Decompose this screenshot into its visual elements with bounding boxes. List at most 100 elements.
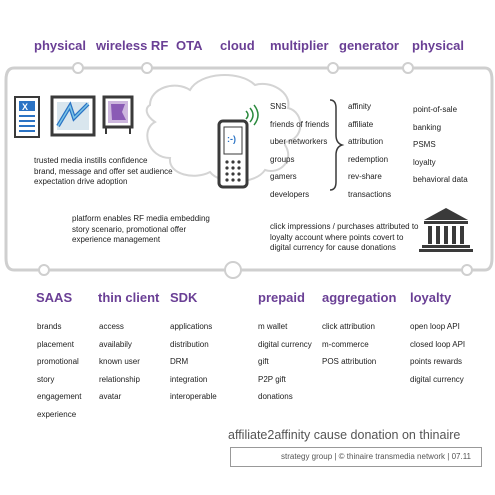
list-item: story: [37, 374, 55, 384]
flow-node: [402, 62, 414, 74]
prepaid-list: m wallet digital currency gift P2P gift …: [258, 318, 312, 406]
monitor-icon: [50, 95, 96, 137]
list-item: experience: [37, 409, 77, 419]
list-item: known user: [99, 357, 140, 366]
phone-screen-text: :-): [227, 134, 236, 144]
list-item: rev-share: [348, 172, 382, 181]
footer-subtitle: strategy group | © thinaire transmedia n…: [281, 452, 471, 461]
list-item: loyalty: [413, 157, 436, 167]
label-cloud: cloud: [220, 38, 255, 53]
list-item: attribution: [348, 137, 384, 146]
billboard-icon: [102, 95, 134, 134]
saas-list: brands placement promotional story engag…: [37, 318, 81, 423]
flow-node: [141, 62, 153, 74]
paragraph-line: trusted media instills confidence: [34, 156, 148, 165]
list-item: availabily: [99, 339, 132, 349]
list-item: relationship: [99, 374, 140, 384]
list-item: SNS: [270, 102, 287, 111]
aggregation-list: click attribution m-commerce POS attribu…: [322, 318, 376, 371]
list-item: interoperable: [170, 392, 217, 401]
list-item: engagement: [37, 392, 82, 401]
flow-node: [224, 261, 242, 279]
list-item: points rewards: [410, 357, 463, 366]
loyalty-list: open loop API closed loop API points rew…: [410, 318, 465, 388]
paragraph-line: brand, message and offer set audience: [34, 166, 173, 176]
list-item: digital currency: [410, 374, 464, 384]
paragraph-line: loyalty account where points covert to: [270, 232, 404, 242]
list-item: behavioral data: [413, 175, 468, 184]
list-item: integration: [170, 374, 208, 384]
svg-text:X: X: [22, 102, 28, 112]
paragraph-line: click impressions / purchases attributed…: [270, 222, 419, 231]
list-item: P2P gift: [258, 374, 286, 384]
label-wireless-rf: wireless RF: [96, 38, 169, 53]
label-multiplier: multiplier: [270, 38, 329, 53]
label-prepaid: prepaid: [258, 290, 305, 305]
flow-node: [72, 62, 84, 74]
list-item: gamers: [270, 172, 297, 181]
list-item: applications: [170, 322, 213, 331]
multiplier-list: SNS friends of friends uber networkers g…: [270, 98, 329, 203]
list-item: closed loop API: [410, 339, 466, 349]
sdk-list: applications distribution DRM integratio…: [170, 318, 217, 406]
generator-list: affinity affiliate attribution redemptio…: [348, 98, 391, 203]
paragraph-line: platform enables RF media embedding: [72, 214, 210, 223]
label-loyalty: loyalty: [410, 290, 452, 305]
curly-brace: [329, 99, 345, 191]
label-thin-client: thin client: [98, 290, 160, 305]
label-sdk: SDK: [170, 290, 198, 305]
bank-icon: [419, 208, 473, 252]
list-item: distribution: [170, 339, 209, 349]
flow-node: [38, 264, 50, 276]
left-loop-line: [4, 66, 15, 272]
list-item: developers: [270, 189, 310, 199]
list-item: promotional: [37, 357, 79, 366]
right-loop-line: [484, 66, 494, 272]
newspaper-icon: X: [14, 96, 40, 138]
label-ota: OTA: [176, 38, 203, 53]
list-item: m wallet: [258, 322, 288, 331]
footer-box: strategy group | © thinaire transmedia n…: [230, 447, 482, 467]
list-item: point-of-sale: [413, 105, 458, 114]
list-item: banking: [413, 122, 442, 132]
list-item: PSMS: [413, 140, 436, 149]
wireless-signal-icon: [245, 104, 259, 126]
list-item: POS attribution: [322, 357, 377, 366]
list-item: digital currency: [258, 339, 312, 349]
paragraph-line: story scenario, promotional offer: [72, 224, 187, 234]
physical-right-list: point-of-sale banking PSMS loyalty behav…: [413, 101, 468, 189]
list-item: avatar: [99, 392, 122, 401]
label-aggregation: aggregation: [322, 290, 397, 305]
paragraph-line: expectation drive adoption: [34, 177, 128, 186]
paragraph-line: experience management: [72, 235, 161, 244]
list-item: affiliate: [348, 119, 374, 129]
list-item: affinity: [348, 102, 371, 111]
mobile-phone-icon: [217, 119, 249, 189]
label-generator: generator: [339, 38, 399, 53]
list-item: uber networkers: [270, 137, 328, 146]
list-item: transactions: [348, 189, 392, 199]
paragraph-click-impressions: click impressions / purchases attributed…: [270, 222, 419, 254]
list-item: brands: [37, 322, 62, 331]
footer-title: affiliate2affinity cause donation on thi…: [228, 428, 461, 442]
paragraph-platform: platform enables RF media embedding stor…: [72, 214, 210, 246]
label-physical-right: physical: [412, 38, 465, 53]
list-item: donations: [258, 392, 293, 401]
list-item: click attribution: [322, 322, 375, 331]
list-item: gift: [258, 357, 269, 366]
list-item: m-commerce: [322, 339, 369, 349]
list-item: groups: [270, 154, 295, 164]
list-item: access: [99, 322, 124, 331]
paragraph-trusted-media: trusted media instills confidence brand,…: [34, 156, 173, 188]
list-item: friends of friends: [270, 119, 330, 129]
list-item: DRM: [170, 357, 189, 366]
paragraph-line: digital currency for cause donations: [270, 243, 396, 252]
label-saas: SAAS: [36, 290, 73, 305]
cloud-outline: [145, 74, 302, 183]
thin-client-list: access availabily known user relationshi…: [99, 318, 140, 406]
list-item: placement: [37, 339, 74, 349]
list-item: open loop API: [410, 322, 460, 331]
list-item: redemption: [348, 154, 389, 164]
flow-node: [461, 264, 473, 276]
